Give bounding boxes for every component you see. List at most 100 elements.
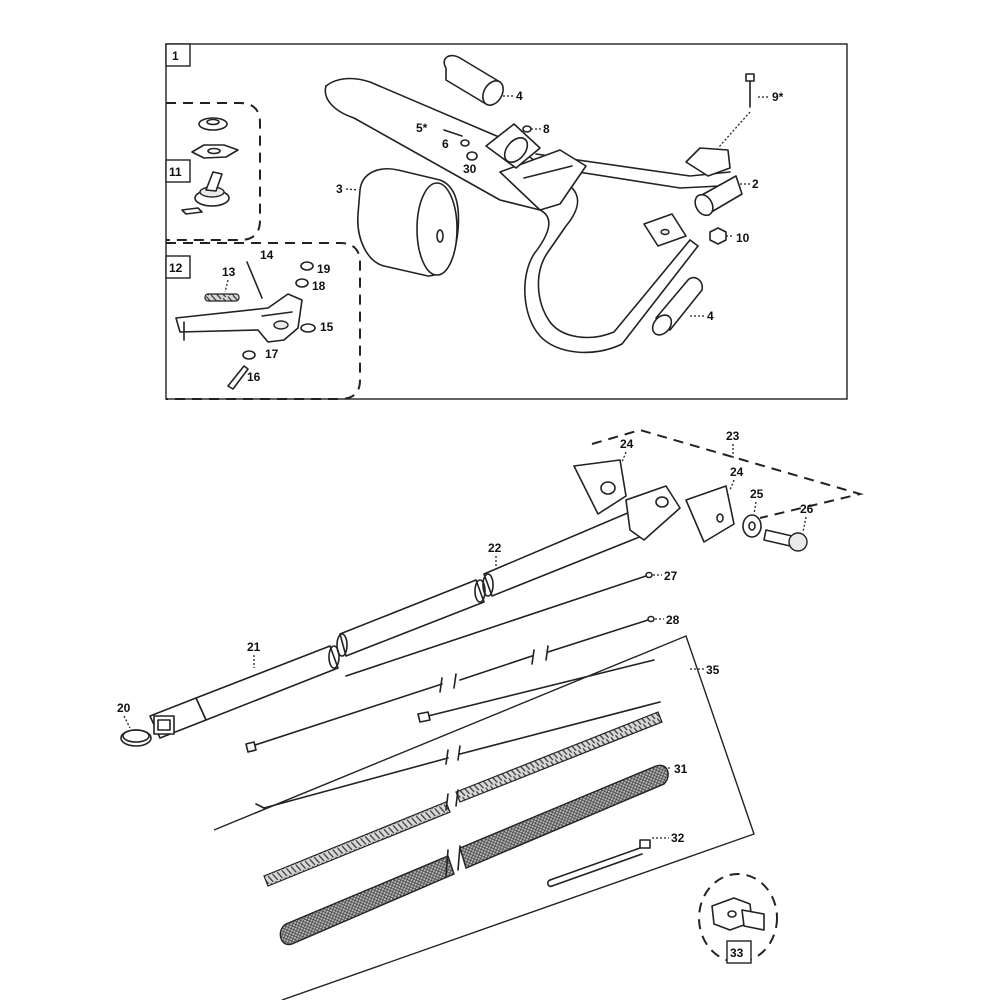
break-mark-6 (457, 745, 461, 761)
shaft-22-break (482, 573, 494, 597)
callout-20: 20 (117, 701, 131, 715)
leader-24b (729, 479, 735, 491)
washer-30 (466, 151, 478, 161)
grip-4-top: 4 (443, 54, 523, 106)
shaft-mid-body (339, 579, 485, 657)
washer-25-hole (748, 521, 756, 531)
shaft-21-break (328, 645, 340, 669)
callout-32: 32 (671, 831, 685, 845)
leader-9-axis (717, 111, 751, 149)
callout-28: 28 (666, 613, 680, 627)
cable-28-a (251, 683, 443, 747)
roller-end (416, 182, 458, 276)
bolt-16 (227, 365, 249, 390)
shaft-assembly: 23 24 24 25 26 22 (117, 428, 864, 1000)
lock-nut-hole (206, 118, 220, 126)
callout-23: 23 (726, 429, 740, 443)
bracket-arm-hole (273, 320, 289, 330)
break-mark-4 (545, 645, 549, 661)
cable-28-b (459, 655, 533, 681)
nut-10-shape (709, 227, 727, 245)
callout-25: 25 (750, 487, 764, 501)
leader-20 (123, 715, 131, 729)
handle-assembly-panel: 1 11 12 13 (165, 43, 848, 400)
washer-6 (460, 139, 470, 147)
leader-26 (802, 516, 807, 533)
inner-cable-connector (417, 711, 431, 723)
sheath-31-b (279, 855, 455, 946)
break-mark-8 (455, 789, 459, 807)
tube-2-clamp (685, 147, 731, 177)
bolt-26-shank (763, 529, 793, 547)
inset-11-border (166, 102, 261, 241)
break-mark-10 (457, 845, 461, 871)
small-hardware: 5* 6 30 8 (416, 121, 550, 176)
callout-33: 33 (730, 946, 744, 960)
shaft-22-body (483, 511, 643, 597)
callout-18: 18 (312, 279, 326, 293)
inset-11-box (165, 159, 191, 183)
handle-tube-inner (324, 85, 699, 354)
callout-6: 6 (442, 137, 449, 151)
roller-hole (436, 229, 444, 243)
plate-24-left-hole (600, 481, 616, 495)
shaft-mid-break-right (474, 579, 486, 603)
nut-19 (300, 261, 314, 271)
break-mark-7 (445, 793, 449, 811)
tie-32-head (639, 839, 651, 849)
callout-24a: 24 (620, 437, 634, 451)
callout-31: 31 (674, 762, 688, 776)
callout-35: 35 (706, 663, 720, 677)
break-mark-9 (445, 849, 449, 877)
callout-2: 2 (752, 177, 759, 191)
callout-8: 8 (543, 122, 550, 136)
bolt-26-head (788, 532, 808, 552)
shaft-21-body (195, 645, 339, 721)
inset-12-border (166, 242, 361, 400)
inner-cable-b (263, 757, 449, 809)
callout-15: 15 (320, 320, 334, 334)
tie-32-end (547, 879, 553, 888)
inner-cable-a (427, 659, 655, 717)
bolt-9-head (745, 73, 755, 82)
handle-crossbar-bottom (539, 165, 721, 189)
callout-24b: 24 (730, 465, 744, 479)
leader-25 (753, 501, 757, 515)
tie-32-bottom (551, 853, 643, 887)
callout-27: 27 (664, 569, 678, 583)
callout-1: 1 (172, 49, 179, 63)
center-bracket (499, 149, 587, 211)
housing-23-border (591, 428, 864, 519)
callout-4a: 4 (516, 89, 523, 103)
cable-27-end (645, 571, 653, 579)
callout-9: 9* (772, 90, 784, 104)
upper-tube-2: 2 (685, 147, 759, 217)
panel-number-box (165, 43, 191, 67)
bolt-9: 9* (717, 73, 784, 149)
tie-32-top (549, 847, 641, 881)
washer-18 (295, 278, 309, 288)
shaft-22-end-fitting (625, 485, 681, 541)
inset-33-part-tube (741, 909, 765, 931)
cable-28-end (647, 615, 655, 623)
upper-tube-end (503, 137, 529, 163)
grip-bottom-end (651, 314, 673, 336)
washer-15 (300, 323, 316, 333)
break-mark-1 (439, 677, 443, 693)
plate-24-right-hole (716, 513, 724, 523)
callout-5: 5* (416, 121, 428, 135)
shaft-21-socket-inner (157, 719, 171, 731)
drive-assembly-35-frame (213, 635, 755, 1000)
inner-cable-hook (255, 803, 265, 809)
nut-10: 10 (709, 227, 750, 245)
callout-13: 13 (222, 265, 236, 279)
inner-cable-c (459, 701, 661, 755)
grip-top-end (482, 80, 504, 106)
shaft-22-end-hole (655, 496, 669, 508)
cable-28-connector (245, 741, 257, 753)
upper-tube-left (485, 123, 541, 169)
flex-shaft-b (263, 801, 451, 887)
screw-8 (522, 125, 532, 133)
cable-28-c (547, 619, 649, 653)
flex-shaft-a (455, 711, 663, 803)
